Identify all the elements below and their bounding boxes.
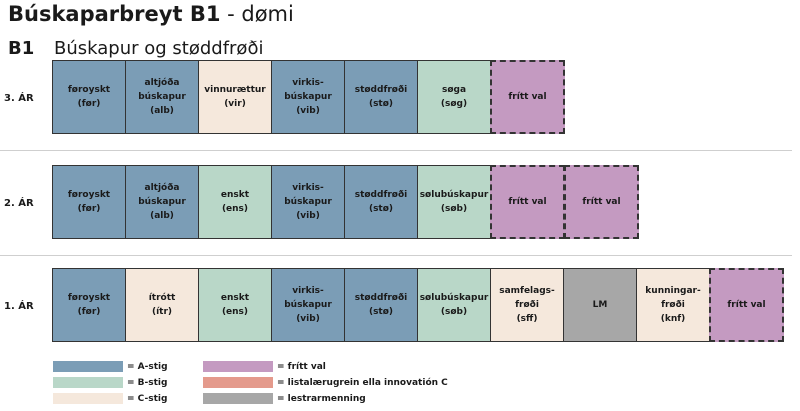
subject-cell: enskt (ens): [198, 165, 272, 239]
legend-item: = B-stig: [53, 377, 167, 388]
subject-cell: samfelags- frøði (sff): [490, 268, 564, 342]
legend-label: = lestrarmenning: [277, 394, 366, 404]
subject-cell: vinnurættur (vir): [198, 60, 272, 134]
subject-cell: frítt val: [490, 60, 565, 134]
subject-cell: sølubúskapur (søb): [417, 268, 491, 342]
row-divider: [0, 150, 792, 151]
subject-cell: LM: [563, 268, 637, 342]
legend-item: = frítt val: [203, 361, 326, 372]
subject-cell: ítrótt (ítr): [125, 268, 199, 342]
legend-label: = C-stig: [127, 394, 168, 404]
subject-cell: sølubúskapur (søb): [417, 165, 491, 239]
subject-cell: frítt val: [564, 165, 639, 239]
legend-label: = frítt val: [277, 362, 326, 372]
subject-cell: føroyskt (før): [52, 268, 126, 342]
page-title: Búskaparbreyt B1 - dømi: [8, 2, 294, 26]
row-divider: [0, 255, 792, 256]
subject-cell: enskt (ens): [198, 268, 272, 342]
subject-cell: frítt val: [709, 268, 784, 342]
subject-cell: virkis- búskapur (vib): [271, 60, 345, 134]
title-main: Búskaparbreyt B1: [8, 2, 221, 26]
subject-cell: støddfrøði (stø): [344, 165, 418, 239]
row-label: 2. ÁR: [4, 198, 34, 209]
programme-name: Búskapur og støddfrøði: [54, 38, 264, 59]
title-suffix: - dømi: [220, 2, 294, 26]
legend-swatch: [203, 393, 273, 404]
programme-code: B1: [8, 38, 35, 59]
legend-item: = C-stig: [53, 393, 167, 404]
subject-cell: føroyskt (før): [52, 60, 126, 134]
subject-cell: kunningar- frøði (knf): [636, 268, 710, 342]
year-row: føroyskt (før)altjóða búskapur (alb)vinn…: [52, 60, 565, 134]
subject-cell: føroyskt (før): [52, 165, 126, 239]
year-row: føroyskt (før)altjóða búskapur (alb)ensk…: [52, 165, 639, 239]
legend-item: = listalærugrein ella innovatión C: [203, 377, 448, 388]
legend-item: = lestrarmenning: [203, 393, 366, 404]
legend-label: = listalærugrein ella innovatión C: [277, 378, 448, 388]
legend-swatch: [203, 361, 273, 372]
legend-label: = A-stig: [127, 362, 168, 372]
subject-cell: virkis- búskapur (vib): [271, 165, 345, 239]
row-label: 1. ÁR: [4, 301, 34, 312]
row-label: 3. ÁR: [4, 93, 34, 104]
legend-item: = A-stig: [53, 361, 168, 372]
legend-swatch: [53, 377, 123, 388]
subject-cell: frítt val: [490, 165, 565, 239]
programme-subtitle: B1 Búskapur og støddfrøði: [8, 38, 263, 59]
subject-cell: altjóða búskapur (alb): [125, 165, 199, 239]
legend-swatch: [53, 393, 123, 404]
subject-cell: søga (søg): [417, 60, 491, 134]
subject-cell: altjóða búskapur (alb): [125, 60, 199, 134]
legend-swatch: [203, 377, 273, 388]
year-row: føroyskt (før)ítrótt (ítr)enskt (ens)vir…: [52, 268, 784, 342]
subject-cell: støddfrøði (stø): [344, 268, 418, 342]
subject-cell: virkis- búskapur (vib): [271, 268, 345, 342]
legend-label: = B-stig: [127, 378, 168, 388]
legend-swatch: [53, 361, 123, 372]
subject-cell: støddfrøði (stø): [344, 60, 418, 134]
